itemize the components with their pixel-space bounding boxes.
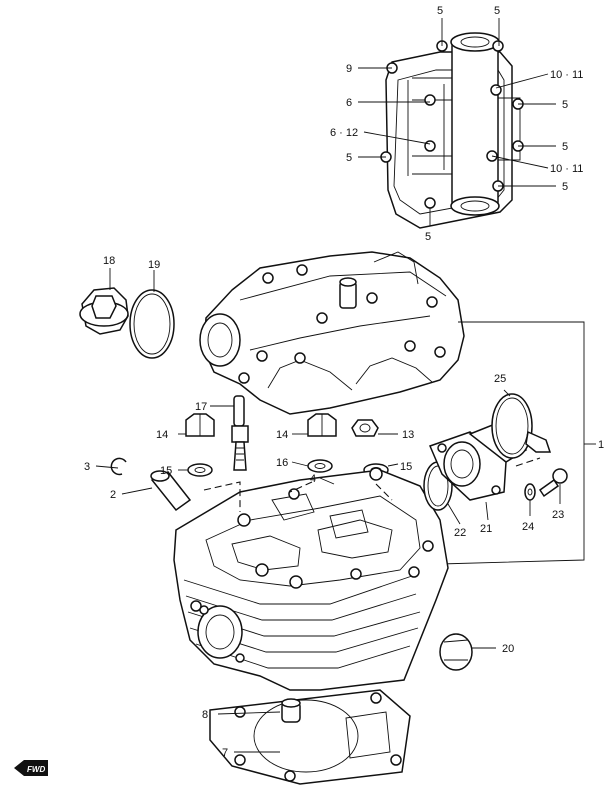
guide-line — [289, 481, 313, 493]
circlip-3 — [110, 457, 127, 476]
head-gasket-7 — [209, 689, 411, 785]
washer-24 — [524, 483, 536, 501]
callout-labels: 5 5 9 10 · 11 6 5 6 · 12 5 5 10 · 11 5 5… — [84, 5, 604, 759]
callout-5-right-upper: 5 — [562, 99, 568, 111]
forward-arrow-icon: FWD — [14, 760, 48, 776]
callout-17: 17 — [195, 401, 207, 413]
callout-16: 16 — [276, 457, 288, 469]
callout-14-left: 14 — [156, 429, 168, 441]
callout-24: 24 — [522, 521, 534, 533]
callout-20: 20 — [502, 643, 514, 655]
head-cover-bottom-view — [380, 32, 524, 229]
callout-14-right: 14 — [276, 429, 288, 441]
callout-5-top-left: 5 — [437, 5, 443, 17]
guide-line — [375, 483, 393, 501]
callout-4: 4 — [310, 473, 316, 485]
callout-19: 19 — [148, 259, 160, 271]
callout-15-right: 15 — [400, 461, 412, 473]
plug-20 — [439, 633, 473, 671]
callout-15-left: 15 — [160, 465, 172, 477]
washer-15-left — [187, 463, 213, 477]
callout-25: 25 — [494, 373, 506, 385]
callout-13: 13 — [402, 429, 414, 441]
callout-5-right-middle: 5 — [562, 141, 568, 153]
callout-8: 8 — [202, 709, 208, 721]
valve-guide-2 — [150, 470, 192, 512]
callout-2: 2 — [110, 489, 116, 501]
callout-18: 18 — [103, 255, 115, 267]
callout-6: 6 — [346, 97, 352, 109]
callout-3: 3 — [84, 461, 90, 473]
o-ring-19 — [129, 289, 175, 359]
callout-6-12: 6 · 12 — [330, 127, 358, 139]
dowel-pin-8 — [281, 698, 301, 723]
guide-line — [515, 457, 541, 467]
callout-7: 7 — [222, 747, 228, 759]
callout-23: 23 — [552, 509, 564, 521]
leader-lines — [95, 18, 596, 753]
callout-5-bottom: 5 — [425, 231, 431, 243]
clamp-25 — [491, 393, 552, 459]
cap-nut-14-right — [307, 413, 337, 437]
callout-21: 21 — [480, 523, 492, 535]
callout-22: 22 — [454, 527, 466, 539]
fwd-label: FWD — [27, 765, 45, 774]
assembly-bracket — [439, 321, 585, 565]
callout-9: 9 — [346, 63, 352, 75]
callout-1: 1 — [598, 439, 604, 451]
cylinder-head — [173, 467, 449, 691]
bolt-23 — [538, 468, 568, 498]
guide-line — [203, 481, 241, 512]
cap-nut-14-left — [185, 413, 215, 437]
callout-10-11-lower: 10 · 11 — [550, 163, 583, 175]
head-cover — [199, 251, 465, 415]
nut-13 — [351, 419, 379, 437]
washer-16 — [307, 459, 333, 473]
spark-plug-17 — [231, 395, 249, 471]
cap-nut-18 — [79, 287, 129, 335]
callout-5-top-right: 5 — [494, 5, 500, 17]
callout-5-left: 5 — [346, 152, 352, 164]
callout-10-11-upper: 10 · 11 — [550, 69, 583, 81]
callout-5-right-lower: 5 — [562, 181, 568, 193]
